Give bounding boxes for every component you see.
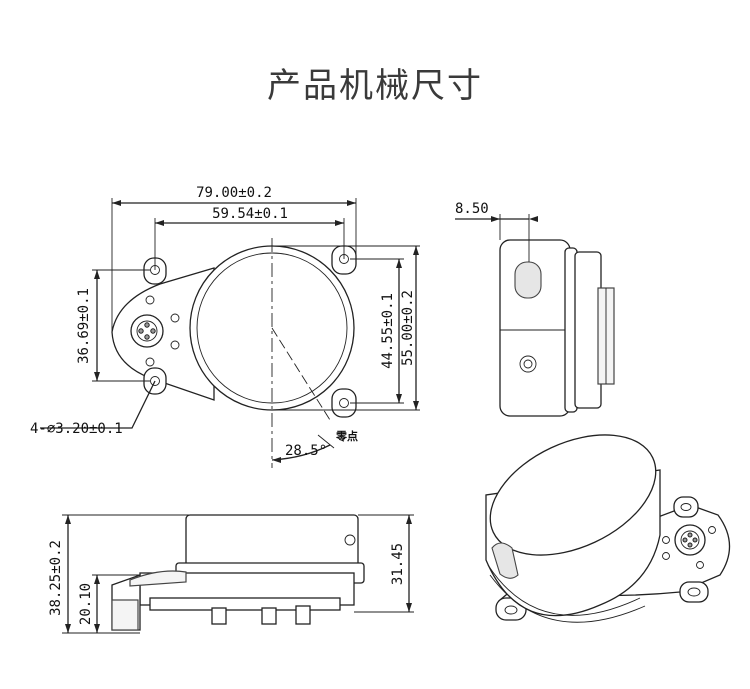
connector: [130, 314, 164, 348]
label-angle: 28.5°: [285, 443, 327, 459]
side-view: [455, 214, 615, 417]
iso-cap-top: [489, 434, 657, 556]
label-side-depth: 8.50: [455, 201, 489, 217]
top-view: [40, 198, 420, 468]
label-inner-height: 44.55±0.1: [380, 293, 396, 369]
label-hole-spacing: 59.54±0.1: [212, 206, 288, 222]
side-window: [514, 261, 542, 299]
label-base-height: 20.10: [78, 583, 94, 625]
leader-mount-holes: [40, 380, 156, 429]
label-outer-height: 55.00±0.2: [400, 290, 416, 366]
label-zero-point: 零点: [335, 429, 358, 443]
page-title: 产品机械尺寸: [267, 66, 483, 106]
lidar-cap-inner: [196, 252, 348, 404]
front-view: [62, 514, 414, 634]
label-overall-width: 79.00±0.2: [196, 185, 272, 201]
label-total-height: 38.25±0.2: [48, 540, 64, 616]
iso-window: [491, 542, 519, 579]
label-mount-holes: 4-⌀3.20±0.1: [30, 421, 123, 437]
label-height-left: 36.69±0.1: [76, 288, 92, 364]
isometric-view: [485, 434, 731, 623]
label-cap-height: 31.45: [390, 543, 406, 585]
